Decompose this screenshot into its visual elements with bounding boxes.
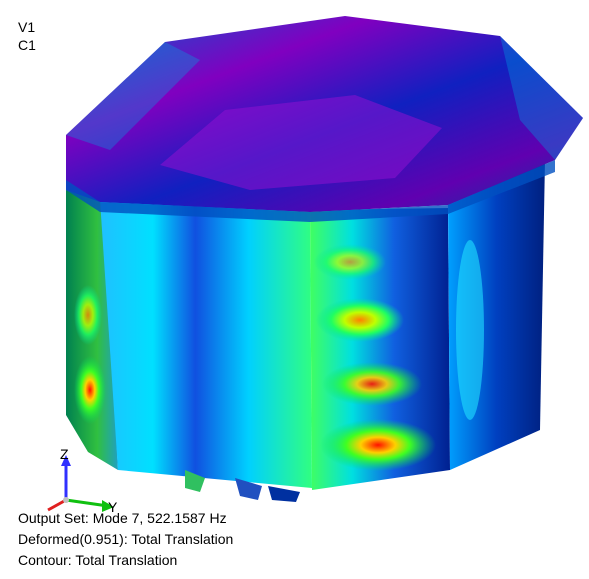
top-cap-rim xyxy=(66,160,555,222)
contour-text: Contour: Total Translation xyxy=(18,552,178,568)
front-wall-panel xyxy=(100,200,312,488)
axis-triad xyxy=(47,455,114,512)
left-hotspot-2 xyxy=(74,285,102,345)
output-set-text: Output Set: Mode 7, 522.1587 Hz xyxy=(18,510,227,526)
top-cap-edge-left xyxy=(66,42,200,150)
deformed-text: Deformed(0.951): Total Translation xyxy=(18,531,234,547)
bottom-fragment xyxy=(268,486,300,502)
top-cap-center-panel xyxy=(160,95,442,190)
bottom-fragment xyxy=(185,470,205,492)
far-right-band xyxy=(456,240,484,420)
contour-label: C1 xyxy=(18,37,36,53)
bottom-fragment xyxy=(235,478,262,500)
left-hotspot xyxy=(74,356,106,424)
view-label: V1 xyxy=(18,19,36,35)
y-axis-label: Y xyxy=(108,499,118,515)
hotspot-lower xyxy=(320,419,436,471)
hotspot-upper xyxy=(316,298,404,342)
z-axis-label: Z xyxy=(60,446,69,462)
top-cap-edge-right xyxy=(500,36,583,160)
hotspot-middle xyxy=(322,362,422,406)
hotspot-top xyxy=(314,244,386,280)
